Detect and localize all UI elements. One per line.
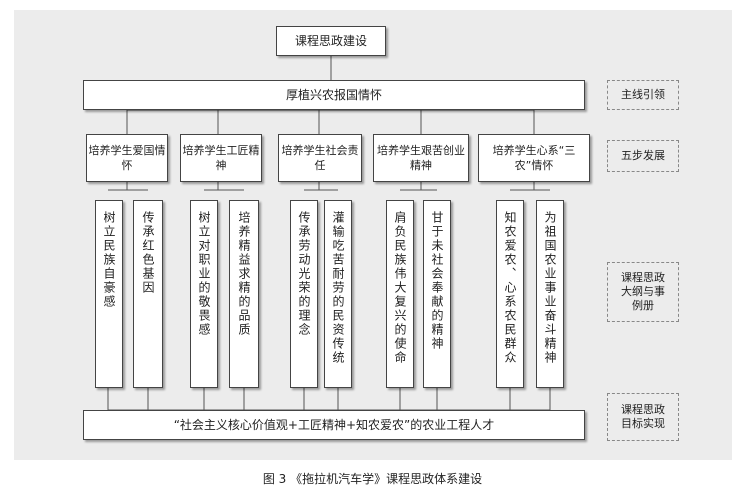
side-label-mainline: 主线引领	[607, 80, 679, 110]
item-box-3-2: 灌输吃苦耐劳的民资传统	[324, 200, 352, 388]
item-text: 肩负民族伟大复兴的使命	[393, 211, 407, 365]
item-box-4-2: 甘于未社会奉献的精神	[423, 200, 451, 388]
item-text: 培养精益求精的品质	[237, 211, 251, 337]
category-label: 培养学生心系“三农”情怀	[492, 144, 576, 172]
goal-box: “社会主义核心价值观+工匠精神+知农爱农”的农业工程人才	[83, 410, 585, 440]
mainline-box: 厚植兴农报国情怀	[83, 80, 585, 110]
category-label: 培养学生社会责任	[281, 144, 359, 172]
item-text: 甘于未社会奉献的精神	[430, 211, 444, 351]
item-text: 传承劳动光荣的理念	[297, 211, 311, 337]
item-box-3-1: 传承劳动光荣的理念	[290, 200, 318, 388]
title-box: 课程思政建设	[276, 26, 386, 56]
category-box-2: 培养学生工匠精神	[180, 134, 262, 182]
item-box-4-1: 肩负民族伟大复兴的使命	[386, 200, 414, 388]
category-label: 培养学生艰苦创业精神	[377, 144, 465, 172]
item-box-1-2: 传承红色基因	[133, 200, 163, 388]
item-box-2-2: 培养精益求精的品质	[229, 200, 259, 388]
item-text: 为祖国农业事业奋斗精神	[543, 211, 557, 365]
goal-text: “社会主义核心价值观+工匠精神+知农爱农”的农业工程人才	[173, 417, 495, 432]
side-label-goal: 课程思政目标实现	[607, 393, 679, 441]
side-label-outline-casebook: 课程思政大纲与事例册	[607, 262, 679, 322]
item-box-2-1: 树立对职业的敬畏感	[190, 200, 218, 388]
item-box-5-2: 为祖国农业事业奋斗精神	[536, 200, 564, 388]
side-label-five-steps: 五步发展	[607, 140, 679, 172]
item-text: 知农爱农、心系农民群众	[503, 211, 517, 365]
item-text: 树立民族自豪感	[102, 211, 116, 309]
title-text: 课程思政建设	[294, 33, 367, 48]
item-box-1-1: 树立民族自豪感	[95, 200, 123, 388]
category-box-4: 培养学生艰苦创业精神	[373, 134, 469, 182]
category-box-3: 培养学生社会责任	[278, 134, 362, 182]
category-label: 培养学生工匠精神	[182, 144, 260, 172]
category-box-1: 培养学生爱国情怀	[86, 134, 168, 182]
figure-caption: 图 3 《拖拉机汽车学》课程思政体系建设	[262, 472, 483, 486]
item-text: 树立对职业的敬畏感	[197, 211, 211, 337]
category-box-5: 培养学生心系“三农”情怀	[478, 134, 590, 182]
item-text: 传承红色基因	[141, 211, 155, 295]
item-box-5-1: 知农爱农、心系农民群众	[496, 200, 524, 388]
mainline-text: 厚植兴农报国情怀	[285, 87, 382, 102]
category-label: 培养学生爱国情怀	[88, 144, 166, 172]
item-text: 灌输吃苦耐劳的民资传统	[331, 211, 345, 365]
